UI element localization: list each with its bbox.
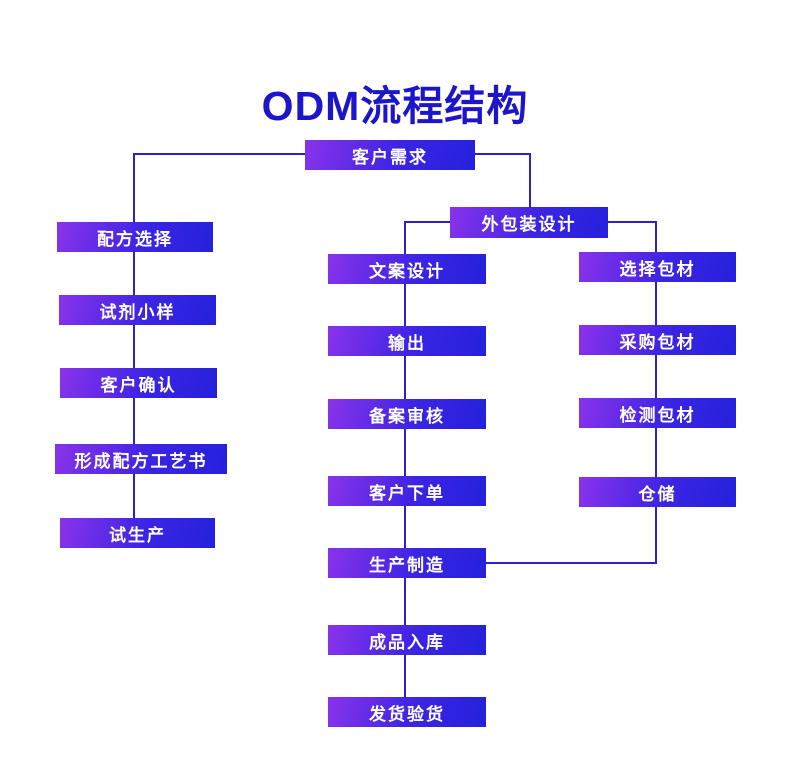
node-formula-selection: 配方选择: [57, 222, 213, 252]
connector-root-to-left-horizontal: [133, 153, 305, 155]
node-warehousing: 仓储: [579, 477, 736, 507]
connector-root-to-left-vertical: [133, 153, 135, 223]
node-finished-storage: 成品入库: [328, 625, 486, 655]
node-copy-design: 文案设计: [328, 254, 486, 284]
node-record-review: 备案审核: [328, 399, 486, 429]
node-shipping-inspection: 发货验货: [328, 697, 486, 727]
connector-root-to-packaging-horizontal: [475, 153, 531, 155]
node-packaging-design: 外包装设计: [450, 207, 608, 238]
node-test-packaging: 检测包材: [579, 398, 736, 428]
connector-packaging-to-middle-horizontal: [404, 221, 451, 223]
connector-right-column-spine: [655, 221, 657, 564]
connector-warehouse-to-production: [486, 562, 657, 564]
node-purchase-packaging: 采购包材: [579, 325, 736, 355]
node-customer-confirm: 客户确认: [60, 368, 217, 398]
node-production: 生产制造: [328, 548, 486, 578]
node-customer-demand: 客户需求: [305, 140, 475, 170]
connector-packaging-to-right-horizontal: [607, 221, 657, 223]
node-select-packaging: 选择包材: [579, 252, 736, 282]
node-trial-production: 试生产: [60, 518, 215, 548]
connector-middle-column-spine: [404, 221, 406, 699]
node-reagent-sample: 试剂小样: [59, 295, 216, 325]
node-formula-process-book: 形成配方工艺书: [55, 444, 227, 474]
page-title: ODM流程结构: [261, 83, 529, 129]
connector-root-to-packaging-vertical: [529, 153, 531, 208]
node-output: 输出: [328, 326, 486, 356]
node-customer-order: 客户下单: [328, 476, 486, 506]
